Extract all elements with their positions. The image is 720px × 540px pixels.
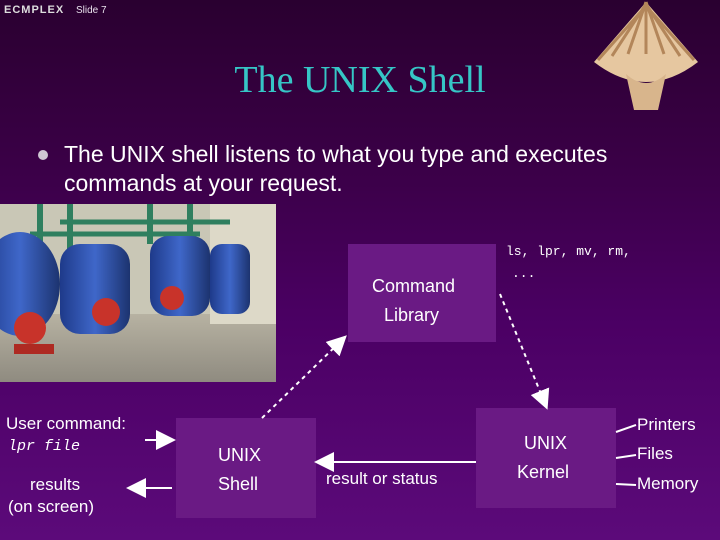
- results-label: results: [30, 475, 81, 494]
- bullet-text: The UNIX shell listens to what you type …: [64, 141, 608, 196]
- user-command-label: User command:: [6, 414, 126, 433]
- boiler-room-photo: [0, 204, 276, 382]
- unix-shell-label: UNIX: [218, 445, 262, 465]
- result-status-label: result or status: [326, 469, 438, 488]
- resource-memory: Memory: [637, 474, 699, 493]
- results-label-2: (on screen): [8, 497, 94, 516]
- connector-printers: [615, 424, 637, 433]
- connector-files: [615, 454, 637, 459]
- unix-kernel-label-2: Kernel: [517, 462, 570, 482]
- slide-number: Slide 7: [76, 5, 107, 16]
- command-library-label-2: Library: [384, 305, 440, 325]
- unix-shell-box: [176, 418, 316, 518]
- page-title: The UNIX Shell: [234, 59, 486, 101]
- unix-kernel-label: UNIX: [524, 433, 568, 453]
- unix-shell-label-2: Shell: [218, 474, 259, 494]
- arrow-shell-to-library: [261, 335, 347, 419]
- brand-logo: ECMPLEX: [4, 4, 65, 16]
- user-command-example: lpr file: [8, 438, 81, 455]
- commands-example-line1: ls, lpr, mv, rm,: [506, 244, 631, 259]
- arrow-library-to-kernel: [499, 293, 550, 410]
- command-library-label: Command: [372, 276, 456, 296]
- resource-printers: Printers: [637, 415, 696, 434]
- bullet-marker: [38, 150, 48, 160]
- command-library-box: [348, 244, 496, 342]
- unix-kernel-box: [476, 408, 616, 508]
- resource-files: Files: [637, 444, 673, 463]
- connector-memory: [615, 483, 637, 486]
- commands-example-line2: ...: [512, 266, 536, 281]
